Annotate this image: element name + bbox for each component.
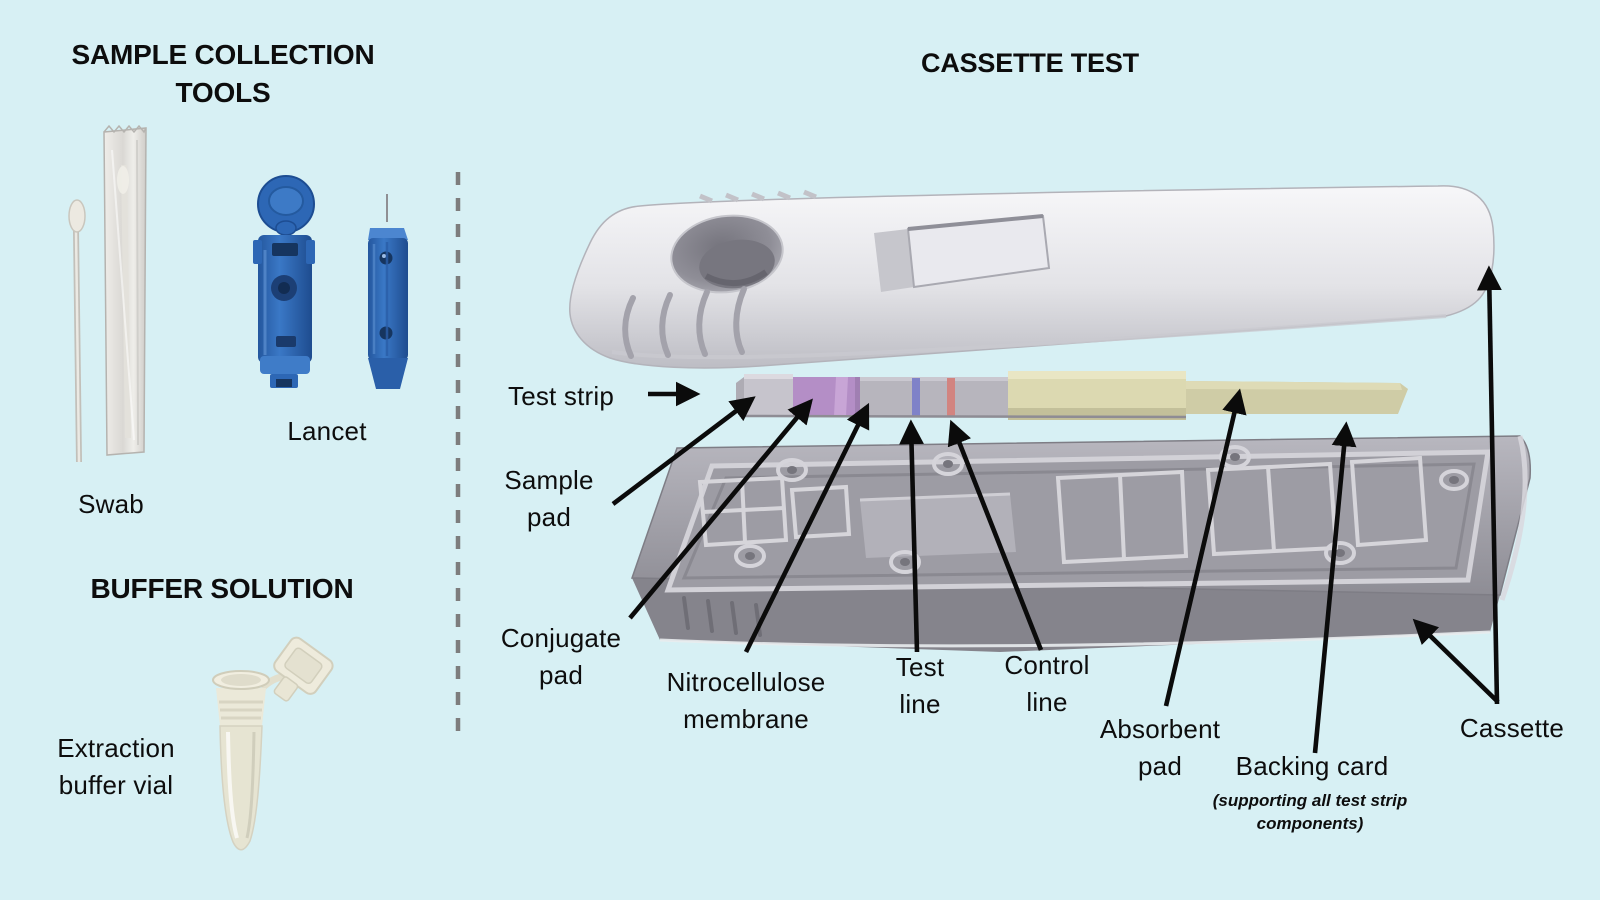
sample-pad-segment xyxy=(744,374,793,416)
swab-illustration xyxy=(68,199,86,463)
base-grip-ridges xyxy=(682,596,762,637)
buffer-solution-heading: BUFFER SOLUTION xyxy=(90,573,354,604)
extraction-buffer-vial-label: Extraction buffer vial xyxy=(57,733,175,800)
swab-label: Swab xyxy=(78,489,144,519)
grip-ridges xyxy=(622,286,747,359)
result-window xyxy=(874,214,1051,292)
lancet-uncapped-illustration xyxy=(368,194,408,389)
arrow-cassette-top xyxy=(1476,265,1502,705)
test-line-label: Test line xyxy=(895,652,945,719)
membrane-segment xyxy=(860,377,1008,416)
test-strip-illustration xyxy=(736,371,1408,420)
cassette-base-illustration xyxy=(630,435,1532,652)
screw-posts xyxy=(734,445,1469,574)
arrow-cassette-base xyxy=(1412,618,1500,704)
sample-well xyxy=(670,214,784,294)
lancet-capped-illustration xyxy=(253,175,315,388)
swab-pouch-illustration xyxy=(103,124,147,456)
conjugate-pad-label: Conjugate pad xyxy=(500,623,622,690)
absorbent-pad-segment xyxy=(1008,371,1408,420)
cassette-label: Cassette xyxy=(1459,713,1565,743)
test-strip-label: Test strip xyxy=(508,381,615,411)
sample-collection-heading: SAMPLE COLLECTION TOOLS xyxy=(71,39,375,108)
sample-pad-label: Sample pad xyxy=(504,465,594,532)
cassette-top-cover-illustration xyxy=(569,185,1495,369)
buffer-vial-illustration xyxy=(212,636,334,851)
arrow-absorbent-pad xyxy=(1163,388,1247,707)
base-left-compartments xyxy=(697,475,852,548)
arrow-membrane xyxy=(743,402,870,654)
arrow-conjugate-pad xyxy=(628,398,813,620)
base-right-compartments xyxy=(1055,455,1429,565)
arrow-sample-pad xyxy=(611,396,756,506)
arrow-test-line xyxy=(899,419,924,653)
backing-card-label: Backing card xyxy=(1235,751,1389,781)
arrow-backing-card xyxy=(1312,421,1357,754)
test-line-mark xyxy=(912,378,920,416)
cassette-test-heading: CASSETTE TEST xyxy=(921,48,1139,78)
control-line-label: Control line xyxy=(1004,650,1090,717)
conjugate-pad-segment xyxy=(793,377,860,416)
nitrocellulose-membrane-label: Nitrocellulose membrane xyxy=(666,667,826,734)
lancet-label: Lancet xyxy=(287,416,367,446)
backing-card-note: (supporting all test strip components) xyxy=(1212,791,1408,833)
control-line-mark xyxy=(947,378,955,416)
absorbent-pad-label: Absorbent pad xyxy=(1099,714,1221,781)
arrow-control-line xyxy=(947,419,1044,651)
